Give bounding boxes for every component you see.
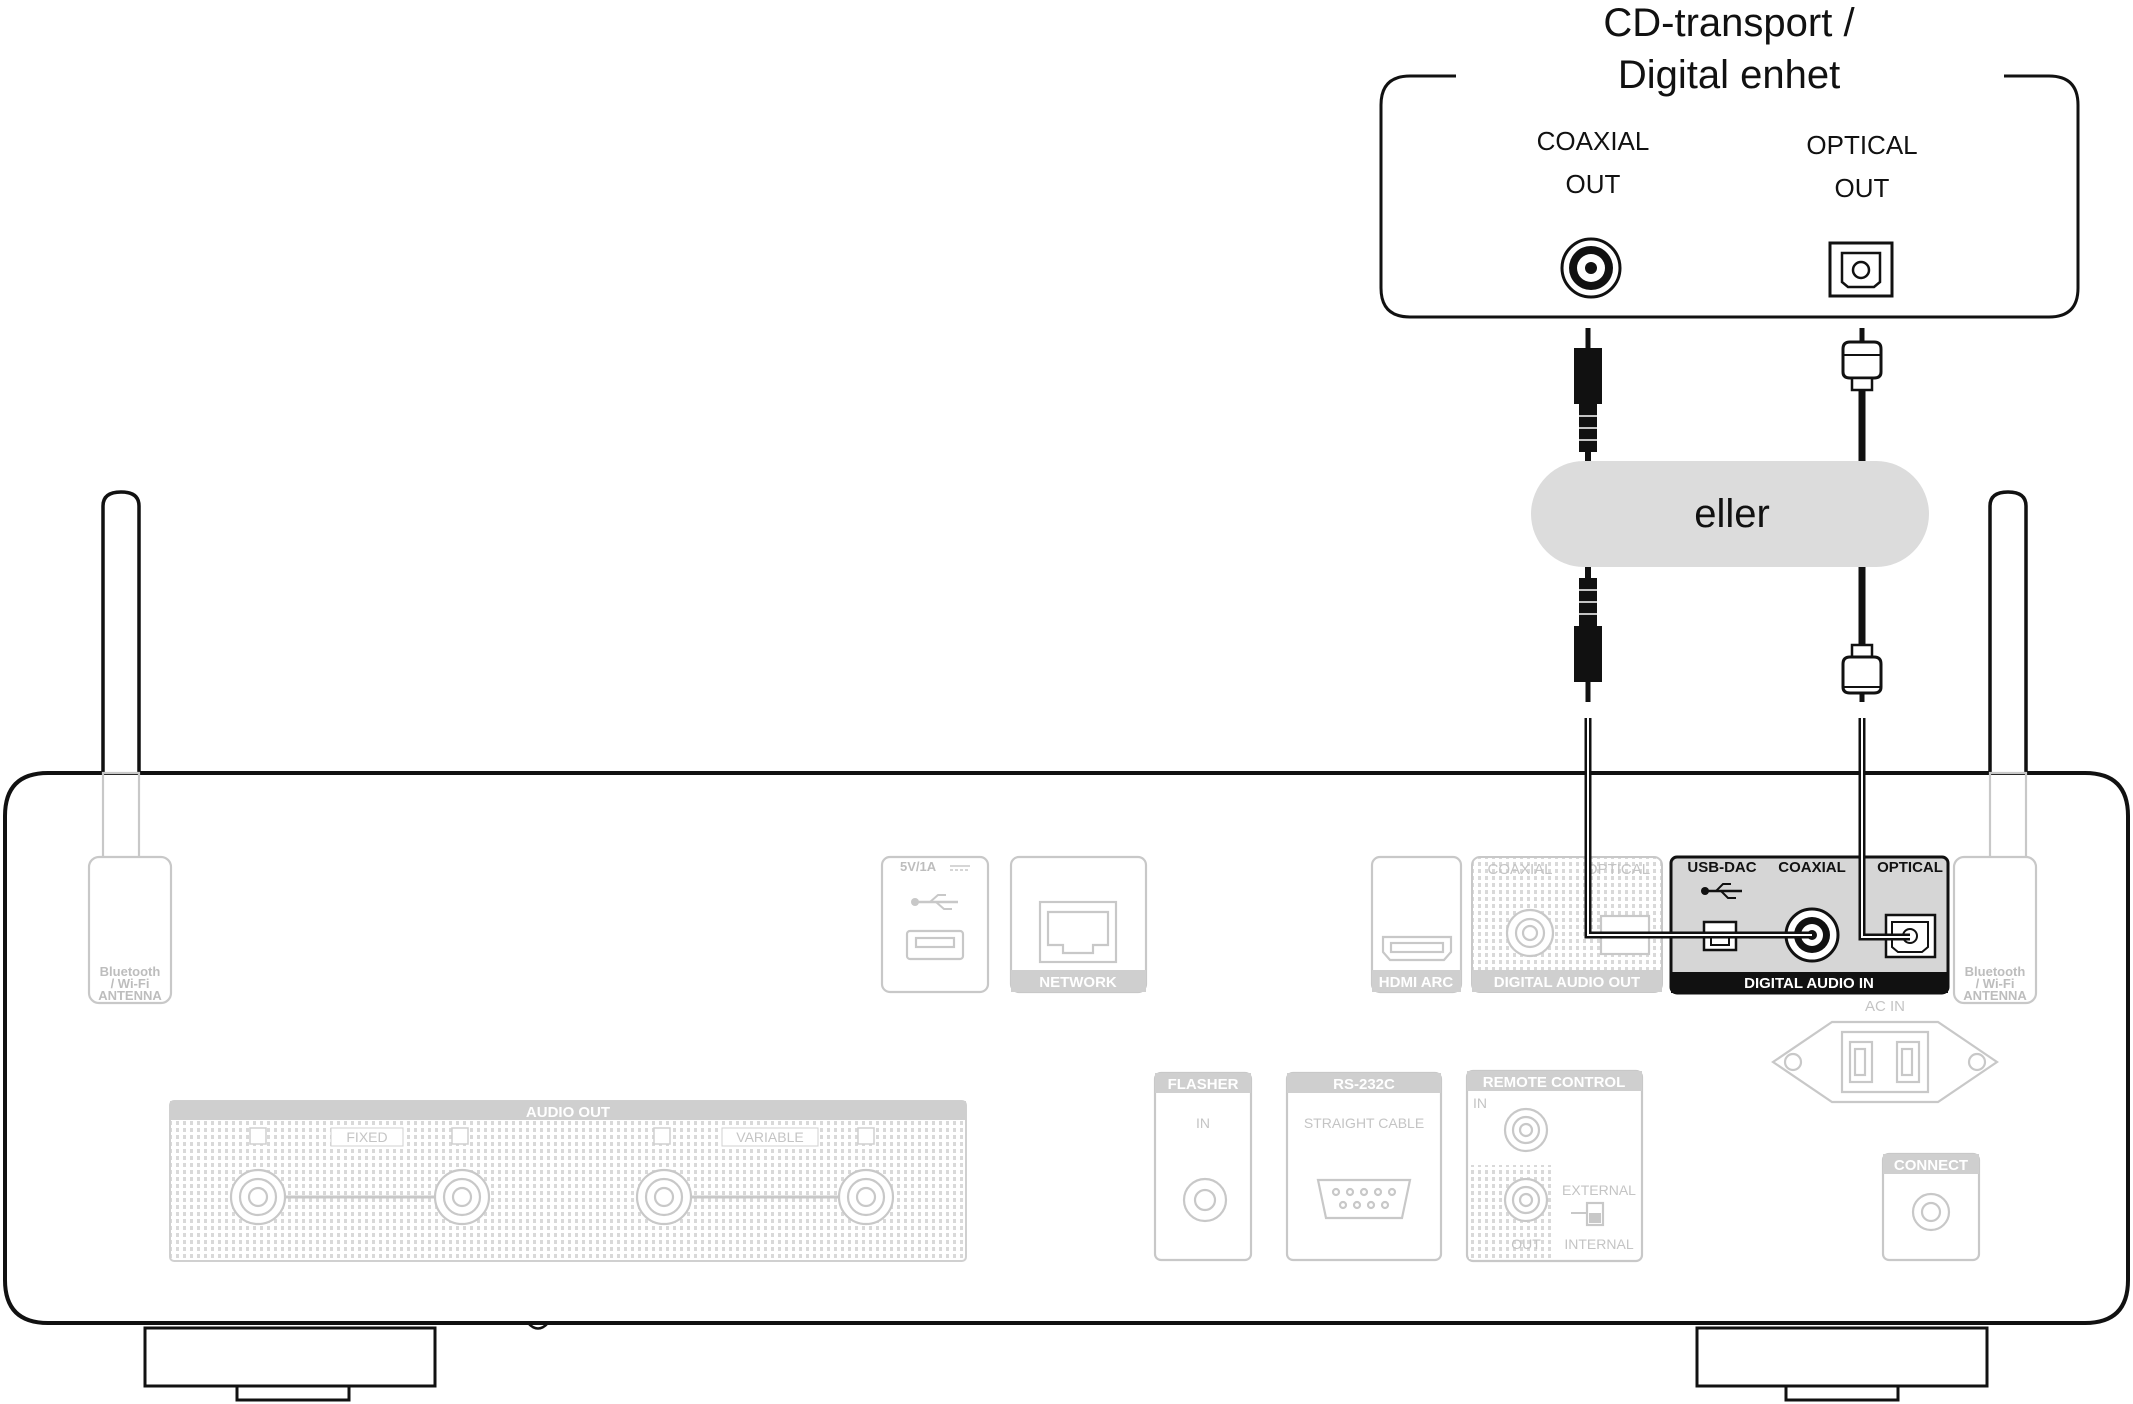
network-port-section: NETWORK bbox=[1009, 855, 1148, 994]
hdmi-arc-section: HDMI ARC bbox=[1370, 855, 1463, 994]
network-label: NETWORK bbox=[1039, 974, 1117, 991]
rs232c-port bbox=[1316, 1178, 1412, 1220]
connect-label: CONNECT bbox=[1894, 1157, 1968, 1174]
variable-l-jack bbox=[837, 1168, 895, 1226]
antenna-left-line1: Bluetooth bbox=[100, 964, 161, 979]
or-label: eller bbox=[1694, 492, 1770, 536]
antenna-right-line2: / Wi-Fi bbox=[1976, 976, 2015, 991]
or-separator: eller bbox=[1531, 461, 1929, 567]
flasher-label: FLASHER bbox=[1168, 1076, 1239, 1093]
antenna-left-line3: ANTENNA bbox=[98, 988, 162, 1003]
audio-out-section: AUDIO OUT FIXED VARIABLE bbox=[169, 1100, 967, 1262]
variable-label: VARIABLE bbox=[736, 1129, 803, 1145]
rs232c-sub-label: STRAIGHT CABLE bbox=[1304, 1115, 1424, 1131]
flasher-in-label: IN bbox=[1196, 1115, 1210, 1131]
antenna-right-line1: Bluetooth bbox=[1965, 964, 2026, 979]
coaxial-out-jack-icon bbox=[1560, 237, 1622, 299]
digital-audio-in-label: DIGITAL AUDIO IN bbox=[1744, 975, 1874, 992]
antenna-left-line2: / Wi-Fi bbox=[111, 976, 150, 991]
antenna-left: Bluetooth / Wi-Fi ANTENNA bbox=[87, 490, 173, 1005]
ac-inlet: AC IN bbox=[1771, 998, 1999, 1104]
antenna-right-line3: ANTENNA bbox=[1963, 988, 2027, 1003]
fixed-label: FIXED bbox=[346, 1129, 387, 1145]
remote-in-label: IN bbox=[1473, 1095, 1487, 1111]
digital-audio-out-section: COAXIAL OPTICAL DIGITAL AUDIO OUT bbox=[1471, 856, 1663, 993]
optical-out-label-line2: OUT bbox=[1835, 173, 1890, 203]
usb-icon bbox=[911, 894, 958, 910]
optical-out-label-line1: OPTICAL bbox=[1806, 130, 1917, 160]
connect-jack bbox=[1911, 1192, 1951, 1232]
remote-out-jack bbox=[1503, 1177, 1549, 1223]
source-device: CD-transport / Digital enhet COAXIAL OUT… bbox=[1379, 1, 2080, 319]
optical-out-jack-icon bbox=[1828, 241, 1894, 298]
usb-dac-icon bbox=[1701, 883, 1742, 899]
foot-left bbox=[143, 1326, 437, 1402]
source-device-title-line1: CD-transport / bbox=[1603, 1, 1855, 45]
ac-in-label: AC IN bbox=[1865, 998, 1905, 1015]
digital-out-coaxial-label: COAXIAL bbox=[1487, 861, 1552, 878]
source-device-title-line2: Digital enhet bbox=[1618, 53, 1840, 97]
digital-in-coaxial-label: COAXIAL bbox=[1778, 859, 1846, 876]
coaxial-cable bbox=[1574, 328, 1812, 939]
remote-external-label: EXTERNAL bbox=[1562, 1182, 1636, 1198]
foot-right bbox=[1695, 1326, 1989, 1402]
remote-control-label: REMOTE CONTROL bbox=[1483, 1074, 1626, 1091]
remote-control-section: REMOTE CONTROL IN OUT EXTERNAL INTERNAL bbox=[1465, 1069, 1644, 1263]
audio-out-label: AUDIO OUT bbox=[526, 1104, 610, 1121]
digital-audio-in-section: USB-DAC COAXIAL OPTICAL DIGITAL AUDIO IN bbox=[1669, 855, 1950, 995]
remote-internal-label: INTERNAL bbox=[1564, 1236, 1633, 1252]
hdmi-arc-label: HDMI ARC bbox=[1379, 974, 1454, 991]
connect-section: CONNECT bbox=[1881, 1152, 1981, 1262]
flasher-section: FLASHER IN bbox=[1153, 1071, 1253, 1262]
rs232c-label: RS-232C bbox=[1333, 1076, 1395, 1093]
digital-out-optical-label: OPTICAL bbox=[1586, 861, 1650, 878]
digital-out-coaxial-jack bbox=[1505, 908, 1555, 958]
antenna-right: Bluetooth / Wi-Fi ANTENNA bbox=[1952, 490, 2038, 1005]
usb-port-section: 5V/1A bbox=[880, 855, 990, 994]
usb-dac-label: USB-DAC bbox=[1687, 859, 1756, 876]
remote-switch-icon bbox=[1571, 1201, 1605, 1227]
flasher-jack bbox=[1182, 1177, 1228, 1223]
usb-power-label: 5V/1A bbox=[900, 859, 937, 874]
digital-audio-out-label: DIGITAL AUDIO OUT bbox=[1494, 974, 1640, 991]
remote-out-label: OUT bbox=[1511, 1236, 1541, 1252]
digital-in-optical-label: OPTICAL bbox=[1877, 859, 1943, 876]
remote-in-jack bbox=[1503, 1107, 1549, 1153]
fixed-r-jack bbox=[229, 1168, 287, 1226]
optical-cable bbox=[1841, 328, 1910, 941]
rs232c-section: RS-232C STRAIGHT CABLE bbox=[1285, 1071, 1443, 1262]
coaxial-out-label-line1: COAXIAL bbox=[1537, 126, 1650, 156]
fixed-l-jack bbox=[433, 1168, 491, 1226]
coaxial-out-label-line2: OUT bbox=[1566, 169, 1621, 199]
variable-r-jack bbox=[635, 1168, 693, 1226]
